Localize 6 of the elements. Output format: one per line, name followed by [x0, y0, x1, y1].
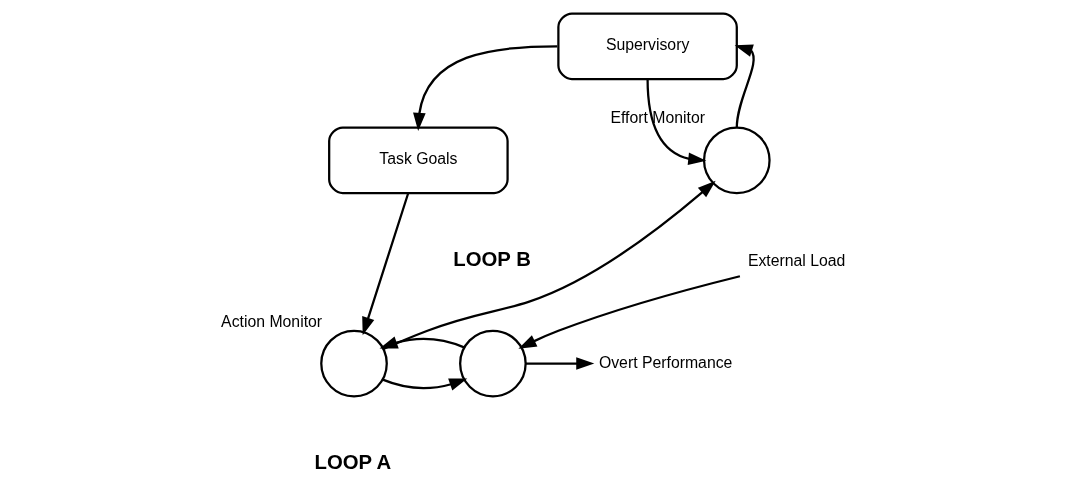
label: LOOP A [314, 450, 392, 473]
node-label: Effort Monitor [610, 108, 706, 126]
node-text: Overt Performance [598, 353, 733, 371]
node-label: Action Monitor [221, 312, 323, 330]
node-text: External Load [747, 251, 846, 269]
label: LOOP B [453, 247, 531, 270]
